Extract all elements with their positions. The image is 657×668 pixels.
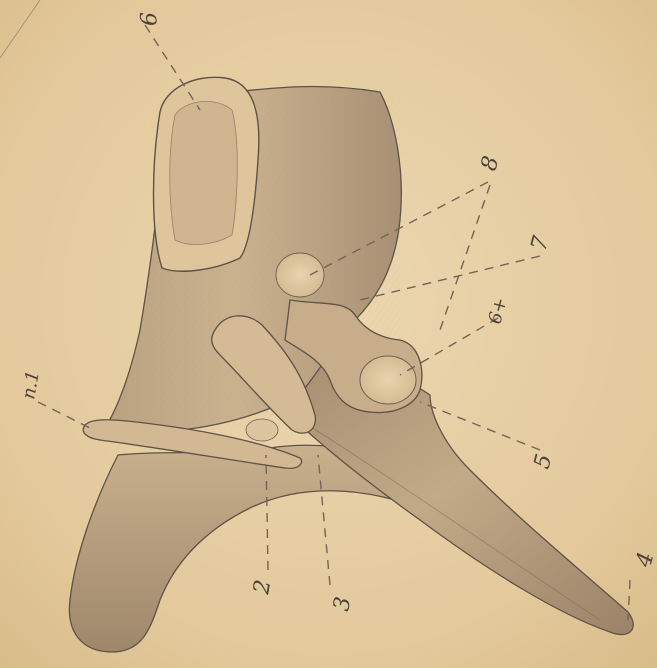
label-9: 9 (134, 12, 159, 26)
costal-facet (276, 253, 324, 297)
transverse-facet (360, 356, 416, 404)
label-9-group: 9 (134, 12, 159, 26)
inferior-facet (246, 419, 278, 441)
